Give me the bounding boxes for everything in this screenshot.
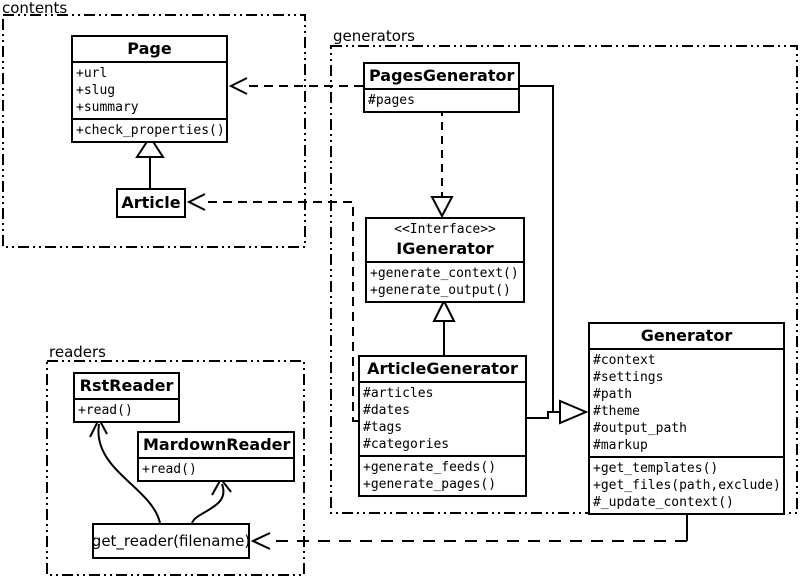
function-label: get_reader(filename) xyxy=(91,532,251,550)
attribute: #context xyxy=(593,353,656,368)
attribute: #articles xyxy=(363,386,434,401)
stereotype: <<Interface>> xyxy=(394,222,496,237)
dependency-arrowhead-page xyxy=(228,77,248,95)
attribute: +url xyxy=(76,66,108,81)
class-title: MardownReader xyxy=(143,435,291,454)
method: +get_files(path,exclude) xyxy=(593,478,781,493)
class-generator: Generator #context #settings #path #them… xyxy=(588,322,785,515)
attribute: #output_path xyxy=(593,421,687,436)
method: #_update_context() xyxy=(593,495,734,510)
class-mardown-reader: MardownReader +read() xyxy=(137,431,295,482)
attributes-section: +url +slug +summary xyxy=(73,61,226,118)
attribute: #path xyxy=(593,387,633,402)
methods-section: +read() xyxy=(139,457,293,480)
methods-section: +check_properties() xyxy=(73,118,226,141)
attribute: #settings xyxy=(593,370,664,385)
methods-section: +generate_feeds() +generate_pages() xyxy=(360,455,525,495)
class-title: Page xyxy=(127,39,172,58)
generalization-arrowhead-generator xyxy=(559,399,589,425)
attributes-section: #pages xyxy=(365,88,518,111)
package-label-readers: readers xyxy=(49,343,106,361)
methods-section: +generate_context() +generate_output() xyxy=(367,261,523,301)
function-get-reader: get_reader(filename) xyxy=(92,523,250,559)
package-label-generators: generators xyxy=(333,27,415,45)
methods-section: +read() xyxy=(75,398,178,421)
class-title: ArticleGenerator xyxy=(367,359,518,378)
attribute: +summary xyxy=(76,100,139,115)
class-igenerator: <<Interface>> IGenerator +generate_conte… xyxy=(365,217,525,303)
class-article-generator: ArticleGenerator #articles #dates #tags … xyxy=(358,355,527,497)
attribute: #theme xyxy=(593,404,640,419)
method: +generate_context() xyxy=(370,266,519,281)
attribute: #markup xyxy=(593,438,648,453)
generalization-arrowhead-page xyxy=(135,135,165,158)
attribute: #pages xyxy=(368,93,415,108)
class-article: Article xyxy=(116,188,186,218)
method: +check_properties() xyxy=(76,123,225,138)
dependency-arrowhead-getreader xyxy=(250,532,271,550)
class-title: Article xyxy=(121,193,181,212)
realization-arrowhead-igenerator xyxy=(430,196,454,219)
method: +get_templates() xyxy=(593,461,719,476)
attributes-section: #articles #dates #tags #categories xyxy=(360,381,525,455)
dependency-arrowhead-article xyxy=(186,193,206,211)
method: +generate_feeds() xyxy=(363,460,497,475)
class-title: Generator xyxy=(640,326,733,345)
class-title: RstReader xyxy=(79,376,174,395)
class-rst-reader: RstReader +read() xyxy=(73,372,180,423)
class-title: PagesGenerator xyxy=(369,66,515,85)
generalization-arrowhead-igenerator xyxy=(432,298,456,322)
arrow-getreader-mardownreader xyxy=(191,483,225,524)
attribute: #categories xyxy=(363,437,450,452)
dependency-articlegenerator-article xyxy=(206,201,358,422)
method: +read() xyxy=(78,403,133,418)
attribute: #dates xyxy=(363,403,410,418)
generalization-pagesgenerator-generator xyxy=(520,85,560,413)
arrow-getreader-rstreader xyxy=(97,423,161,524)
attribute: #tags xyxy=(363,420,403,435)
method: +generate_output() xyxy=(370,283,511,298)
package-label-contents: contents xyxy=(2,0,68,17)
class-pages-generator: PagesGenerator #pages xyxy=(363,62,520,113)
generalization-articlegenerator-generator xyxy=(527,411,553,419)
attribute: +slug xyxy=(76,83,116,98)
methods-section: +get_templates() +get_files(path,exclude… xyxy=(590,456,783,513)
method: +generate_pages() xyxy=(363,477,497,492)
method: +read() xyxy=(142,462,197,477)
attributes-section: #context #settings #path #theme #output_… xyxy=(590,348,783,456)
package-border-contents xyxy=(2,14,306,248)
class-title: IGenerator xyxy=(396,239,494,258)
package-border-generators xyxy=(330,45,798,514)
package-border-readers xyxy=(46,360,305,576)
class-page: Page +url +slug +summary +check_properti… xyxy=(71,35,228,143)
